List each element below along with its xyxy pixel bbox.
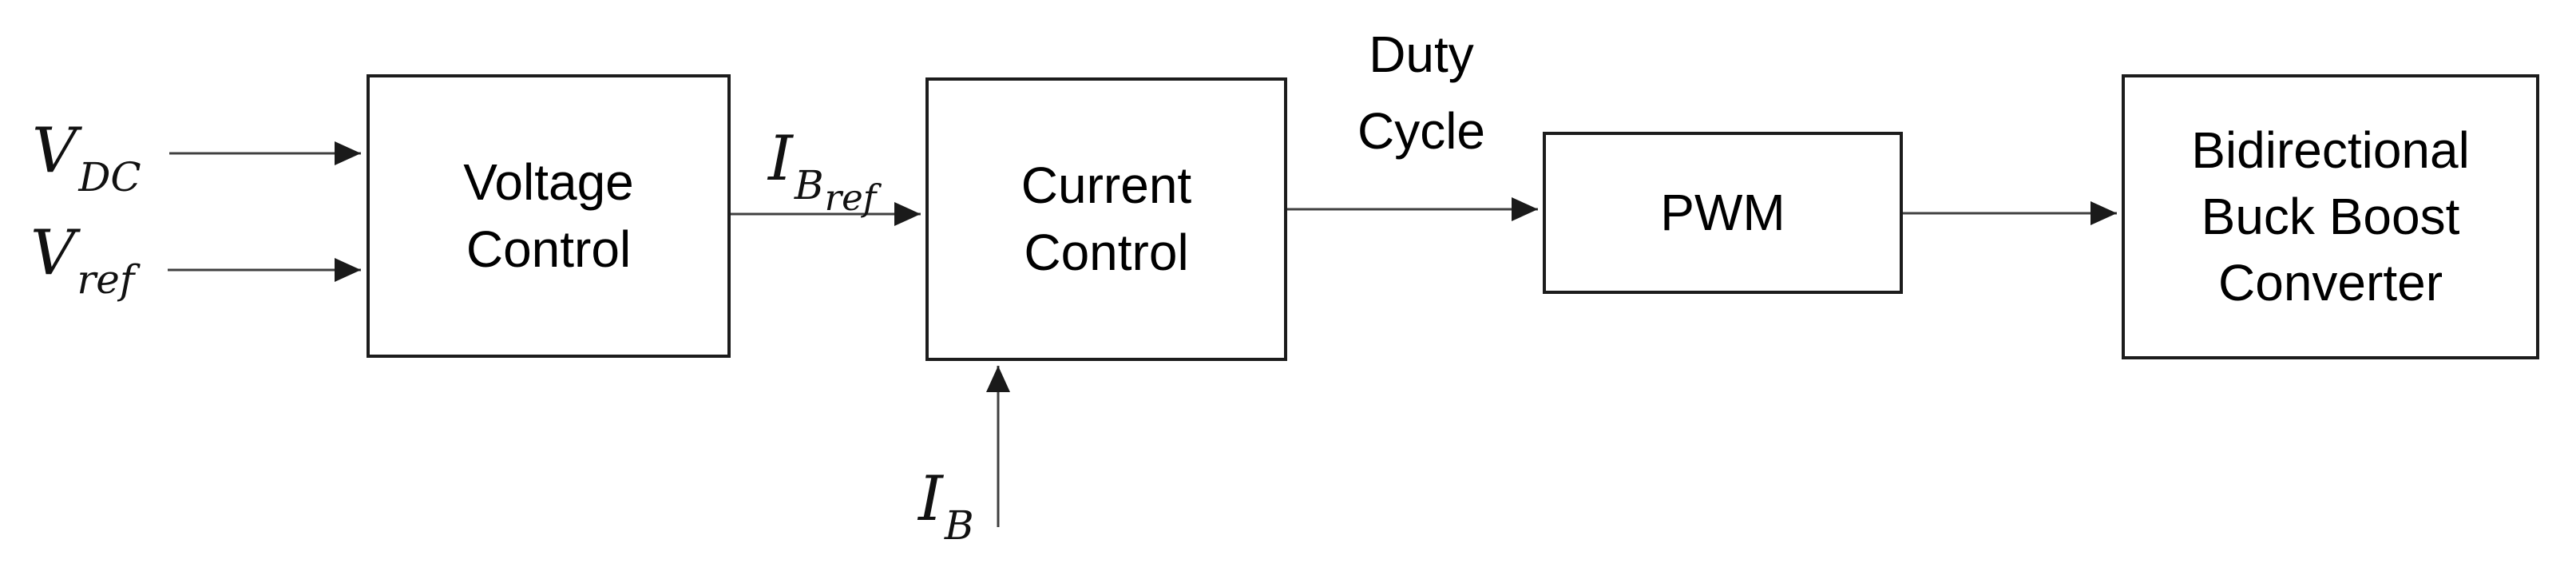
current-control-label: Current Control [1020, 157, 1192, 281]
converter-label: Bidirectional Buck Boost Converter [2191, 121, 2470, 312]
ib-subscript: B [944, 502, 974, 549]
vdc-base: V [32, 115, 77, 187]
pwm-block: PWM [1543, 132, 1903, 294]
current-control-block: Current Control [925, 77, 1287, 361]
ib-base: I [918, 463, 943, 535]
signal-label-ib: IB [918, 468, 974, 545]
signal-label-vdc: VDC [32, 120, 141, 197]
voltage-control-label: Voltage Control [463, 153, 634, 278]
signal-label-ibref: IBref [768, 128, 876, 216]
ibref-subsubscript: ref [824, 176, 877, 219]
vref-base: V [30, 217, 76, 289]
voltage-control-block: Voltage Control [367, 74, 731, 358]
bidirectional-buck-boost-converter-block: Bidirectional Buck Boost Converter [2122, 74, 2539, 359]
pwm-label: PWM [1660, 183, 1785, 241]
signal-label-vref: Vref [30, 222, 134, 299]
ibref-base: I [768, 123, 793, 195]
ibref-subscript: B [794, 162, 824, 208]
vref-subscript: ref [77, 256, 135, 303]
vdc-subscript: DC [78, 154, 141, 200]
signal-label-duty-cycle: Duty Cycle [1357, 26, 1486, 160]
